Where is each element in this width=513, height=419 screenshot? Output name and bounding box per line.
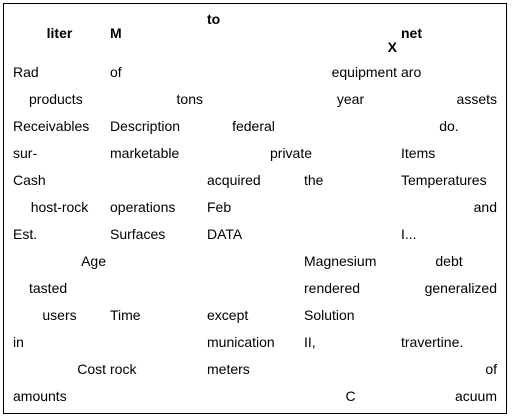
cell — [302, 113, 399, 140]
cell — [205, 383, 302, 410]
cell — [302, 356, 399, 383]
cell: equipment — [331, 64, 397, 80]
cell: aro — [401, 64, 422, 80]
cell: marketable — [110, 145, 180, 161]
table-row: amounts C acuum — [11, 383, 499, 410]
cell: federal — [232, 118, 275, 134]
cell: rendered — [304, 280, 361, 296]
table-row: sur- marketable private Items — [11, 140, 499, 167]
cell: acquired — [207, 172, 261, 188]
table-row: products tons year assets — [11, 86, 499, 113]
col-header-2: M — [110, 25, 122, 41]
cell: tons — [176, 91, 203, 107]
cell: users — [42, 307, 77, 323]
cell: I... — [401, 226, 417, 242]
table-row: Receivables Description federal do. — [11, 113, 499, 140]
cell — [108, 275, 205, 302]
cell: Items — [401, 145, 436, 161]
table-row: Cash acquired the Temperatures — [11, 167, 499, 194]
cell: DATA — [207, 226, 243, 242]
cell: meters — [207, 361, 250, 377]
table-row: users Time except Solution — [11, 302, 499, 329]
cell — [399, 302, 499, 329]
cell: acuum — [454, 388, 497, 404]
cell: Receivables — [13, 118, 90, 134]
cell: of — [110, 64, 122, 80]
cell: tasted — [29, 280, 68, 296]
cell: Feb — [207, 199, 232, 215]
cell: rock — [110, 361, 137, 377]
cell: generalized — [424, 280, 497, 296]
cell: year — [336, 91, 365, 107]
table-row: Est. Surfaces DATA I... — [11, 221, 499, 248]
cell: do. — [439, 118, 459, 134]
cell: travertine. — [401, 334, 464, 350]
cell: in — [13, 334, 24, 350]
cell: private — [270, 145, 313, 161]
cell: operations — [110, 199, 176, 215]
table-row: Rad of equipment aro — [11, 59, 499, 86]
cell: Cash — [13, 172, 46, 188]
cell — [108, 248, 205, 275]
cell — [108, 329, 205, 356]
col-header-1: liter — [46, 25, 73, 41]
cell: products — [29, 91, 83, 107]
data-table: liter M to X net Rad of equipment aro pr… — [11, 7, 499, 410]
cell — [205, 59, 302, 86]
cell: II, — [304, 334, 316, 350]
table-row: Cost rock meters of — [11, 356, 499, 383]
table-row: in munication II, travertine. — [11, 329, 499, 356]
cell: Cost — [77, 361, 106, 377]
cell: sur- — [13, 145, 38, 161]
cell: and — [473, 199, 497, 215]
cell: munication — [207, 334, 275, 350]
cell: debt — [435, 253, 463, 269]
cell — [205, 275, 302, 302]
header-row: liter M to X net — [11, 7, 499, 59]
cell: amounts — [13, 388, 67, 404]
cell: Temperatures — [401, 172, 487, 188]
cell: Magnesium — [304, 253, 377, 269]
col-header-3-4: to X — [205, 7, 399, 59]
cell — [108, 383, 205, 410]
table-frame — [3, 3, 507, 414]
cell: Time — [110, 307, 141, 323]
cell: of — [485, 361, 497, 377]
table-row: host-rock operations Feb and — [11, 194, 499, 221]
col-header-5: net — [401, 25, 422, 41]
cell: the — [304, 172, 324, 188]
cell: Description — [110, 118, 181, 134]
cell: Surfaces — [110, 226, 166, 242]
cell: host-rock — [30, 199, 89, 215]
cell: C — [345, 388, 356, 404]
cell — [205, 248, 302, 275]
cell: Solution — [304, 307, 355, 323]
cell: except — [207, 307, 249, 323]
cell: Age — [81, 253, 106, 269]
table-row: Age Magnesium debt — [11, 248, 499, 275]
cell — [108, 167, 205, 194]
col-header-4: X — [387, 39, 397, 55]
col-header-3: to — [207, 11, 221, 27]
table-row: tasted rendered generalized — [11, 275, 499, 302]
cell: Est. — [13, 226, 38, 242]
cell — [205, 86, 302, 113]
cell: assets — [456, 91, 497, 107]
cell — [302, 221, 399, 248]
cell: Rad — [13, 64, 39, 80]
cell — [302, 194, 399, 221]
